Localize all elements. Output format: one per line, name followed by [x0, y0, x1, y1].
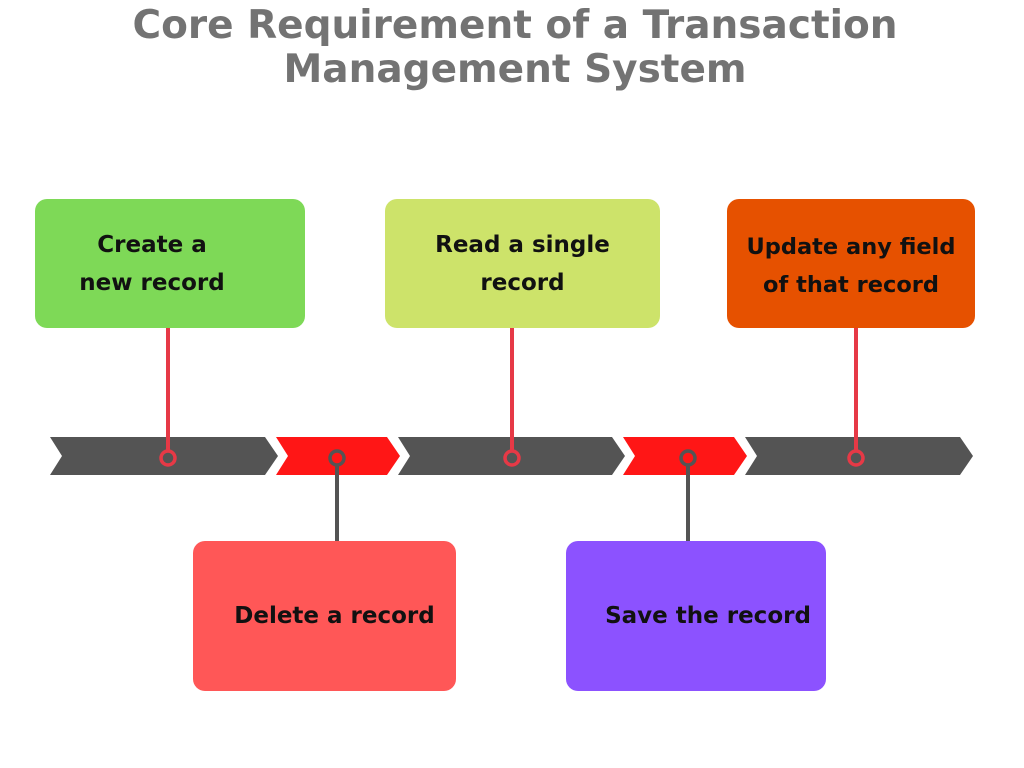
delete-record-label: Delete a record — [234, 603, 435, 629]
title-line-2: Management System — [283, 47, 747, 92]
box-update-record: Update any field of that record — [727, 199, 975, 328]
box-delete-record: Delete a record — [193, 541, 456, 691]
title-line-1: Core Requirement of a Transaction — [132, 3, 898, 48]
box-create-record: Create a new record — [35, 199, 305, 328]
save-record-label: Save the record — [605, 603, 811, 629]
update-record-label: Update any field of that record — [746, 233, 956, 298]
node-delete — [328, 449, 346, 467]
node-create — [159, 449, 177, 467]
node-read — [503, 449, 521, 467]
node-save — [679, 449, 697, 467]
node-update — [847, 449, 865, 467]
create-record-label: Create a new record — [79, 231, 225, 296]
box-read-record: Read a single record — [385, 199, 660, 328]
read-record-label: Read a single record — [435, 231, 610, 296]
box-save-record: Save the record — [566, 541, 826, 691]
diagram-title: Core Requirement of a Transaction Manage… — [0, 4, 1024, 92]
